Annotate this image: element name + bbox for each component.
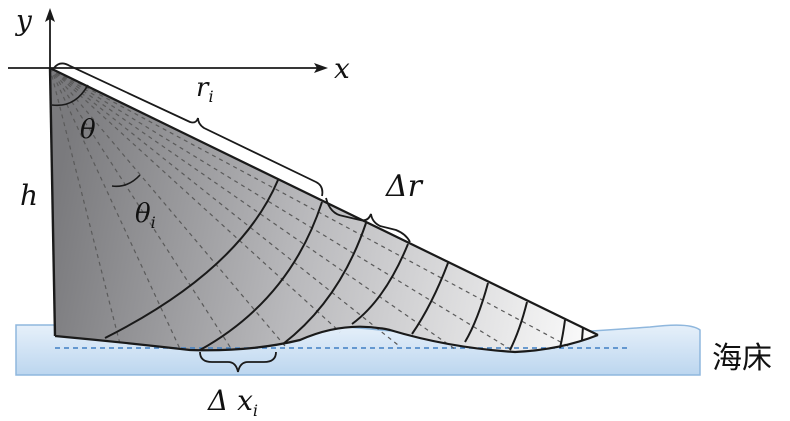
ray-8 bbox=[49, 67, 516, 353]
seabed-curve bbox=[54, 325, 599, 354]
arc-9 bbox=[581, 326, 584, 341]
arc-6 bbox=[464, 282, 489, 343]
ray-5 bbox=[49, 67, 341, 333]
arc-1 bbox=[104, 179, 279, 339]
theta-label: θ bbox=[80, 115, 96, 145]
theta-i-label: θi bbox=[135, 199, 156, 232]
theta-i-main: θ bbox=[135, 199, 151, 229]
x-axis-label: x bbox=[334, 52, 350, 85]
delta-r-bracket bbox=[325, 197, 411, 243]
x-axis bbox=[8, 63, 328, 73]
arc-5 bbox=[411, 262, 449, 335]
theta-arc bbox=[51, 84, 89, 107]
theta-i-subscript: i bbox=[151, 213, 156, 232]
arc-4 bbox=[351, 243, 409, 325]
arc-3 bbox=[282, 222, 367, 345]
ray-7 bbox=[49, 67, 456, 350]
ray-6 bbox=[49, 67, 399, 346]
vertical-edge bbox=[48, 67, 57, 337]
r-i-subscript: i bbox=[208, 87, 213, 106]
r-i-bracket bbox=[53, 62, 324, 197]
y-axis bbox=[45, 8, 55, 68]
delta-x-main: Δ x bbox=[207, 384, 253, 417]
radial-rays bbox=[49, 67, 569, 353]
y-axis-arrowhead bbox=[45, 8, 55, 22]
x-axis-arrowhead bbox=[314, 63, 328, 73]
radial-arcs bbox=[104, 179, 584, 351]
y-axis-label: y bbox=[14, 4, 33, 37]
arc-2 bbox=[199, 201, 323, 351]
theta-i-arc bbox=[111, 174, 141, 188]
ray-9 bbox=[49, 67, 569, 347]
seabed-label: 海床 bbox=[712, 341, 772, 376]
height-label: h bbox=[20, 179, 38, 212]
delta-x-label: Δ xi bbox=[207, 384, 258, 420]
r-i-label: ri bbox=[196, 73, 214, 106]
arc-7 bbox=[509, 301, 528, 351]
slope-wedge bbox=[50, 68, 598, 352]
slope-line bbox=[49, 67, 599, 336]
delta-x-bracket bbox=[199, 351, 277, 373]
delta-r-label: Δr bbox=[385, 169, 424, 204]
r-i-main: r bbox=[196, 73, 210, 103]
delta-x-subscript: i bbox=[253, 401, 258, 420]
ray-2 bbox=[49, 67, 181, 350]
